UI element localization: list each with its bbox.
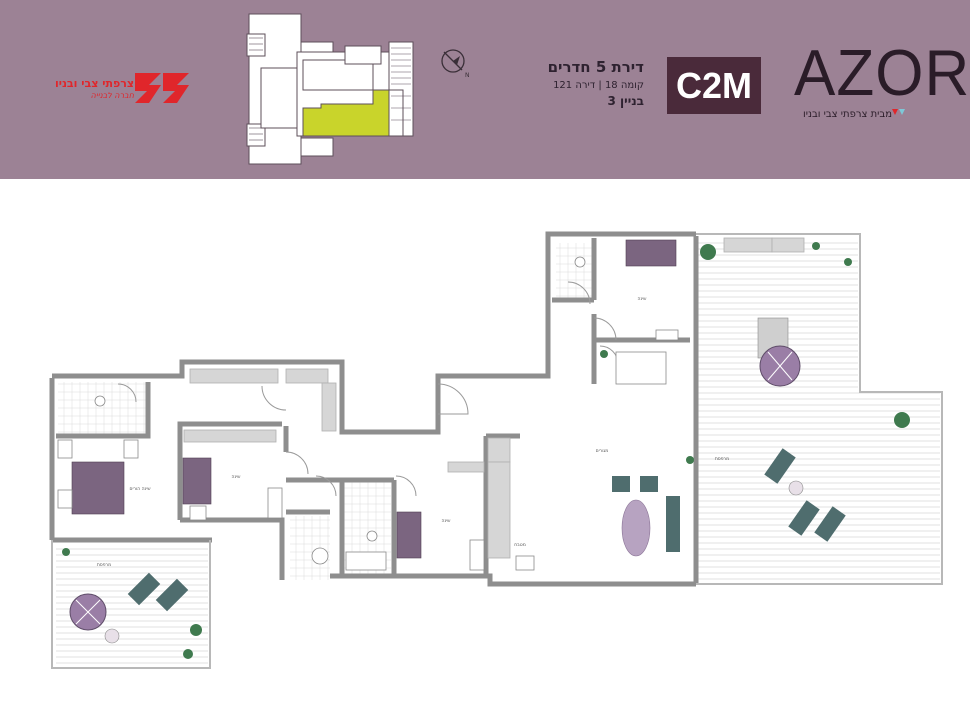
unit-code: C2M <box>675 65 752 106</box>
bathroom-4-floor <box>290 516 330 580</box>
compass-label: N <box>465 72 470 78</box>
terrace-railing <box>51 233 943 669</box>
label-bedroom-4: שינה <box>638 297 647 302</box>
door-swings <box>117 281 619 497</box>
label-bedroom-3: שינה <box>442 519 451 524</box>
unit-badge: C2M <box>667 57 761 114</box>
highlighted-unit <box>302 89 390 137</box>
sofa <box>666 496 680 552</box>
bed-bedroom-2 <box>182 457 212 505</box>
sun-lounger <box>814 506 846 542</box>
armchair <box>612 476 630 492</box>
living-furniture <box>612 476 680 557</box>
master-bed <box>71 461 125 515</box>
key-plan <box>246 13 414 165</box>
bed-bedroom-4 <box>625 239 677 267</box>
sun-lounger <box>155 578 189 612</box>
plant-icon <box>894 412 910 428</box>
header-band: צרפתי צבי ובניו חברה לבנייה <box>0 0 970 179</box>
header-background <box>0 0 970 179</box>
cabinets <box>183 237 805 559</box>
sun-lounger <box>788 500 820 536</box>
plant-icon <box>686 456 694 464</box>
apartment-details: קומה 18 | דירה 121 <box>553 80 644 91</box>
terrace-furniture <box>757 317 846 542</box>
floor-plan: שינה הורים שינה שינה שינה מגורים מטבח מר… <box>49 231 943 669</box>
sun-lounger <box>127 572 161 606</box>
furniture <box>57 256 679 571</box>
project-logo-text: AZOR <box>794 37 970 110</box>
label-master-bedroom: שינה הורים <box>129 487 150 492</box>
developer-tagline: חברה לבנייה <box>90 91 134 100</box>
apartment-title: דירת 5 חדרים <box>547 58 644 76</box>
living-rug <box>621 499 651 557</box>
plant-icon <box>190 624 202 636</box>
plant-icon <box>812 242 820 250</box>
bathroom-2-floor <box>556 243 594 299</box>
bathroom-1-floor <box>58 382 148 434</box>
project-subtitle: מבית צרפתי צבי ובניו <box>803 109 892 120</box>
compass-icon: N <box>441 49 470 78</box>
plant-icon <box>183 649 193 659</box>
armchair <box>640 476 658 492</box>
label-bedroom-2: שינה <box>232 475 241 480</box>
plant-icon <box>62 548 70 556</box>
project-logo-mark-icon <box>892 109 905 115</box>
label-kitchen: מטבח <box>514 543 526 548</box>
plants <box>62 242 910 659</box>
developer-logo-icon <box>135 73 189 103</box>
label-living: מגורים <box>596 449 609 454</box>
plant-icon <box>700 244 716 260</box>
plant-icon <box>844 258 852 266</box>
sun-lounger <box>764 448 796 484</box>
beds <box>71 239 677 559</box>
label-small-terrace: מרפסת <box>97 563 111 568</box>
plant-icon <box>600 350 608 358</box>
small-terrace-furniture <box>69 572 189 644</box>
label-main-terrace: מרפסת <box>715 457 729 462</box>
bed-bedroom-3 <box>396 511 422 559</box>
apartment-building: בניין 3 <box>607 94 644 108</box>
developer-name: צרפתי צבי ובניו <box>54 77 134 90</box>
